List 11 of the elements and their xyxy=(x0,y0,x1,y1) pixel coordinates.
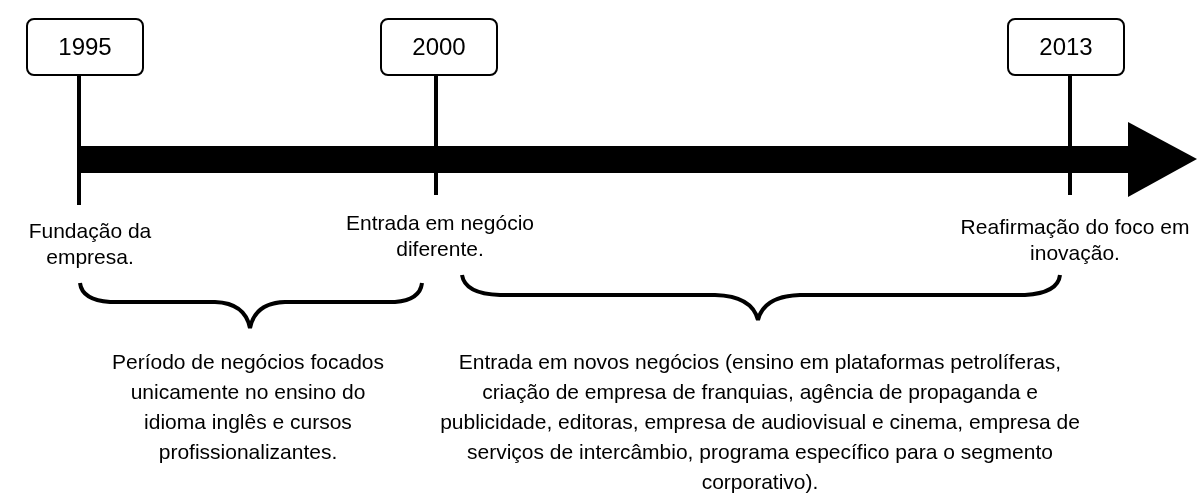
year-box xyxy=(26,18,144,76)
period-description: Entrada em novos negócios (ensino em plataformas petrolíferas, criação de empresa de franquias, agência de propaganda e publicidade, editoras, empresa de audiovisual e cinema, empresa de serviços de intercâmbio, programa específico para o segmento corporativo). xyxy=(439,349,1081,495)
event-label: Entrada em negócio diferente. xyxy=(345,210,535,262)
event-label: Fundação da empresa. xyxy=(27,218,153,270)
period-description: Período de negócios focados unicamente no ensino do idioma inglês e cursos profissionalizantes. xyxy=(111,349,385,465)
year-label: 1995 xyxy=(58,33,112,61)
event-label: Reafirmação do foco em inovação. xyxy=(960,214,1190,266)
year-box xyxy=(380,18,498,76)
year-box xyxy=(1007,18,1125,76)
year-label: 2000 xyxy=(412,33,466,61)
year-label: 2013 xyxy=(1039,33,1093,61)
